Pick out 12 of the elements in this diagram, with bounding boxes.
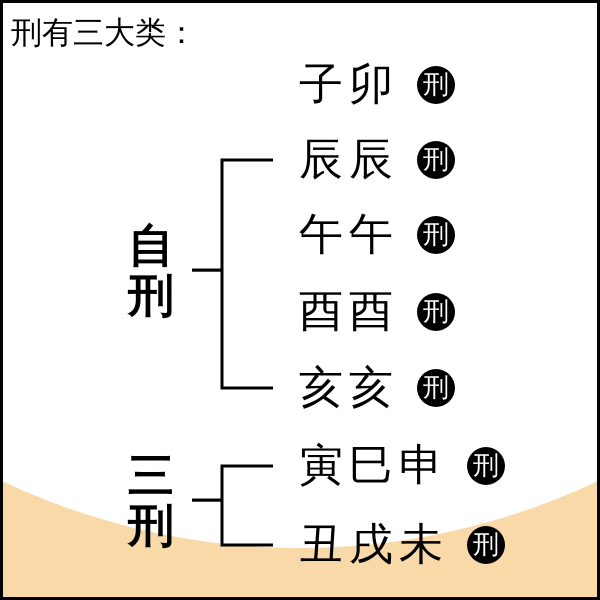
bracket-line [192, 268, 273, 390]
branch-label: 子卯 [299, 58, 399, 112]
bracket-line [192, 498, 273, 546]
branch-label: 丑戌未 [299, 518, 449, 572]
branch-label: 寅巳申 [299, 439, 449, 493]
vertical-label: 三刑 [128, 450, 174, 551]
branch-label: 午午 [299, 208, 399, 262]
branch-label: 酉酉 [299, 285, 399, 339]
vertical-label: 自刑 [128, 220, 174, 321]
branch-label: 亥亥 [299, 361, 399, 415]
title: 刑有三大类： [11, 15, 197, 51]
branch-label: 辰辰 [299, 133, 399, 187]
